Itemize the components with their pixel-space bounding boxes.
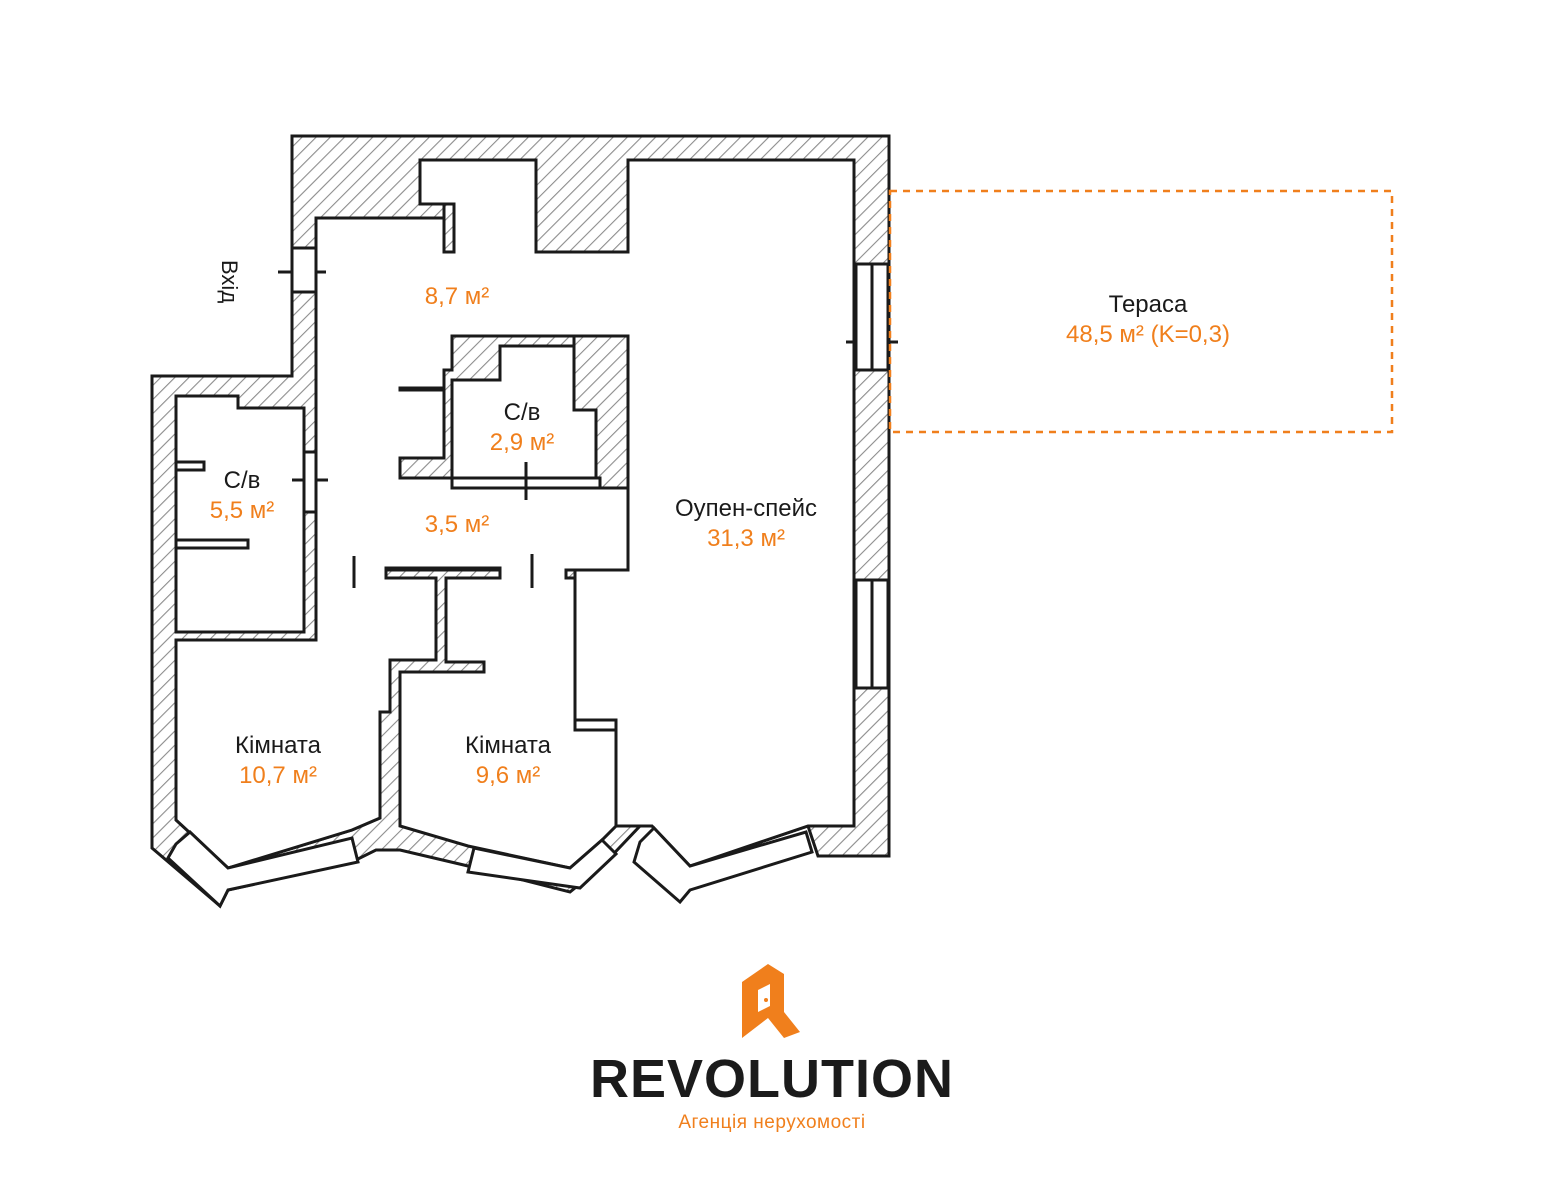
- windows: [166, 262, 890, 909]
- room1-name: Кімната: [235, 732, 321, 759]
- wc-small-label: С/в 2,9 м²: [462, 398, 582, 458]
- wc-large-label: С/в 5,5 м²: [182, 466, 302, 526]
- room1-area: 10,7 м²: [239, 762, 317, 789]
- corridor-area: 3,5 м²: [424, 511, 490, 538]
- room2-area: 9,6 м²: [475, 762, 541, 789]
- brand-tagline: Агенція нерухомості: [678, 1112, 866, 1133]
- hall-area: 8,7 м²: [424, 283, 490, 310]
- hall-label: 8,7 м²: [397, 282, 517, 312]
- revolution-logo-icon: [742, 964, 800, 1038]
- openspace-area: 31,3 м²: [707, 525, 785, 552]
- terrace-label: Тераса 48,5 м² (K=0,3): [1048, 290, 1248, 350]
- wc-small-area: 2,9 м²: [489, 429, 555, 456]
- wc-small-name: С/в: [503, 399, 541, 426]
- wc-large-area: 5,5 м²: [209, 497, 275, 524]
- corridor-label: 3,5 м²: [397, 510, 517, 540]
- openspace-label: Оупен-спейс 31,3 м²: [646, 494, 846, 554]
- openspace-name: Оупен-спейс: [674, 495, 817, 522]
- wc-large-walls: [174, 394, 328, 634]
- terrace-area: 48,5 м² (K=0,3): [1066, 321, 1230, 348]
- brand-name: REVOLUTION: [589, 1049, 954, 1109]
- room2-label: Кімната 9,6 м²: [448, 731, 568, 791]
- room2-name: Кімната: [465, 732, 551, 759]
- wc-small-walls: [450, 334, 630, 500]
- room1-label: Кімната 10,7 м²: [218, 731, 338, 791]
- terrace-name: Тераса: [1108, 291, 1188, 318]
- entrance-label: Вхід: [217, 260, 242, 304]
- floor-area: [174, 158, 856, 870]
- wc-large-name: С/в: [223, 467, 261, 494]
- terrace-outline: [888, 189, 1394, 434]
